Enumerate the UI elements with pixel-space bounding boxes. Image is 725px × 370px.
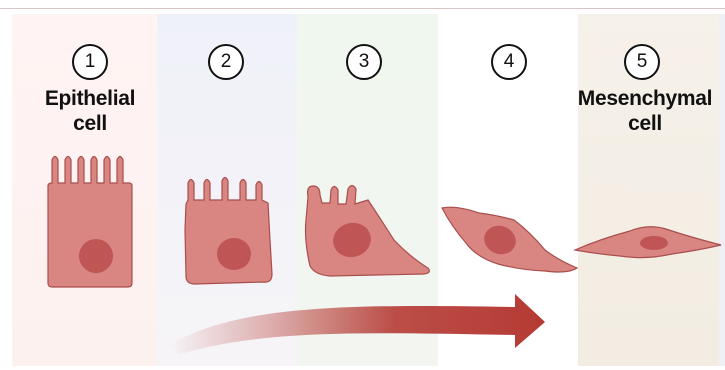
mesenchymal-label-line2: cell <box>566 111 724 136</box>
epithelial-cell <box>48 157 132 288</box>
epithelial-label-line2: cell <box>20 111 160 136</box>
nucleus <box>79 239 113 273</box>
step-number-2: 2 <box>208 44 244 80</box>
mesenchymal-label-line1: Mesenchymal <box>566 86 724 111</box>
transition-arrow <box>170 294 545 355</box>
step-number-5: 5 <box>624 44 660 80</box>
nucleus <box>217 238 251 270</box>
cell-stage-4 <box>442 207 577 272</box>
step-number-4: 4 <box>491 44 527 80</box>
cell-stage-3 <box>306 186 430 277</box>
cell-stage-2 <box>185 178 272 285</box>
step-number-3: 3 <box>346 44 382 80</box>
mesenchymal-cell-label: Mesenchymal cell <box>566 86 724 136</box>
epithelial-cell-label: Epithelial cell <box>20 86 160 136</box>
epithelial-label-line1: Epithelial <box>20 86 160 111</box>
step-number-1: 1 <box>72 44 108 80</box>
nucleus <box>640 236 668 250</box>
mesenchymal-cell <box>575 227 721 258</box>
